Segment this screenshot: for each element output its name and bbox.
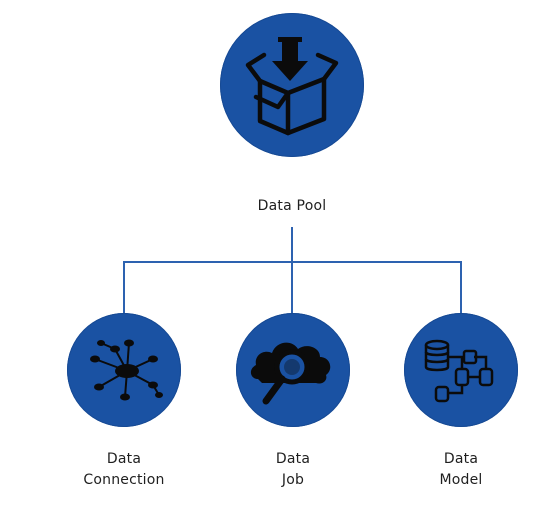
network-hub-icon [90,339,163,401]
box-download-icon [245,37,339,136]
cloud-search-icon [250,342,331,405]
data-job-label-line1: Data [275,451,311,467]
data-model-label: Data Model [381,449,541,491]
data-connection-label: Data Connection [44,449,204,491]
data-job-node [236,313,350,427]
data-connection-node [67,313,181,427]
data-pool-node [220,13,364,157]
data-model-label-line1: Data [443,451,479,467]
data-job-label-line2: Job [281,472,305,488]
data-model-label-line2: Model [439,472,483,488]
database-flow-icon [424,339,494,403]
data-job-label: Data Job [213,449,373,491]
data-pool-label: Data Pool [257,198,327,214]
data-model-node [404,313,518,427]
data-connection-label-line1: Data [106,451,142,467]
data-connection-label-line2: Connection [83,472,165,488]
